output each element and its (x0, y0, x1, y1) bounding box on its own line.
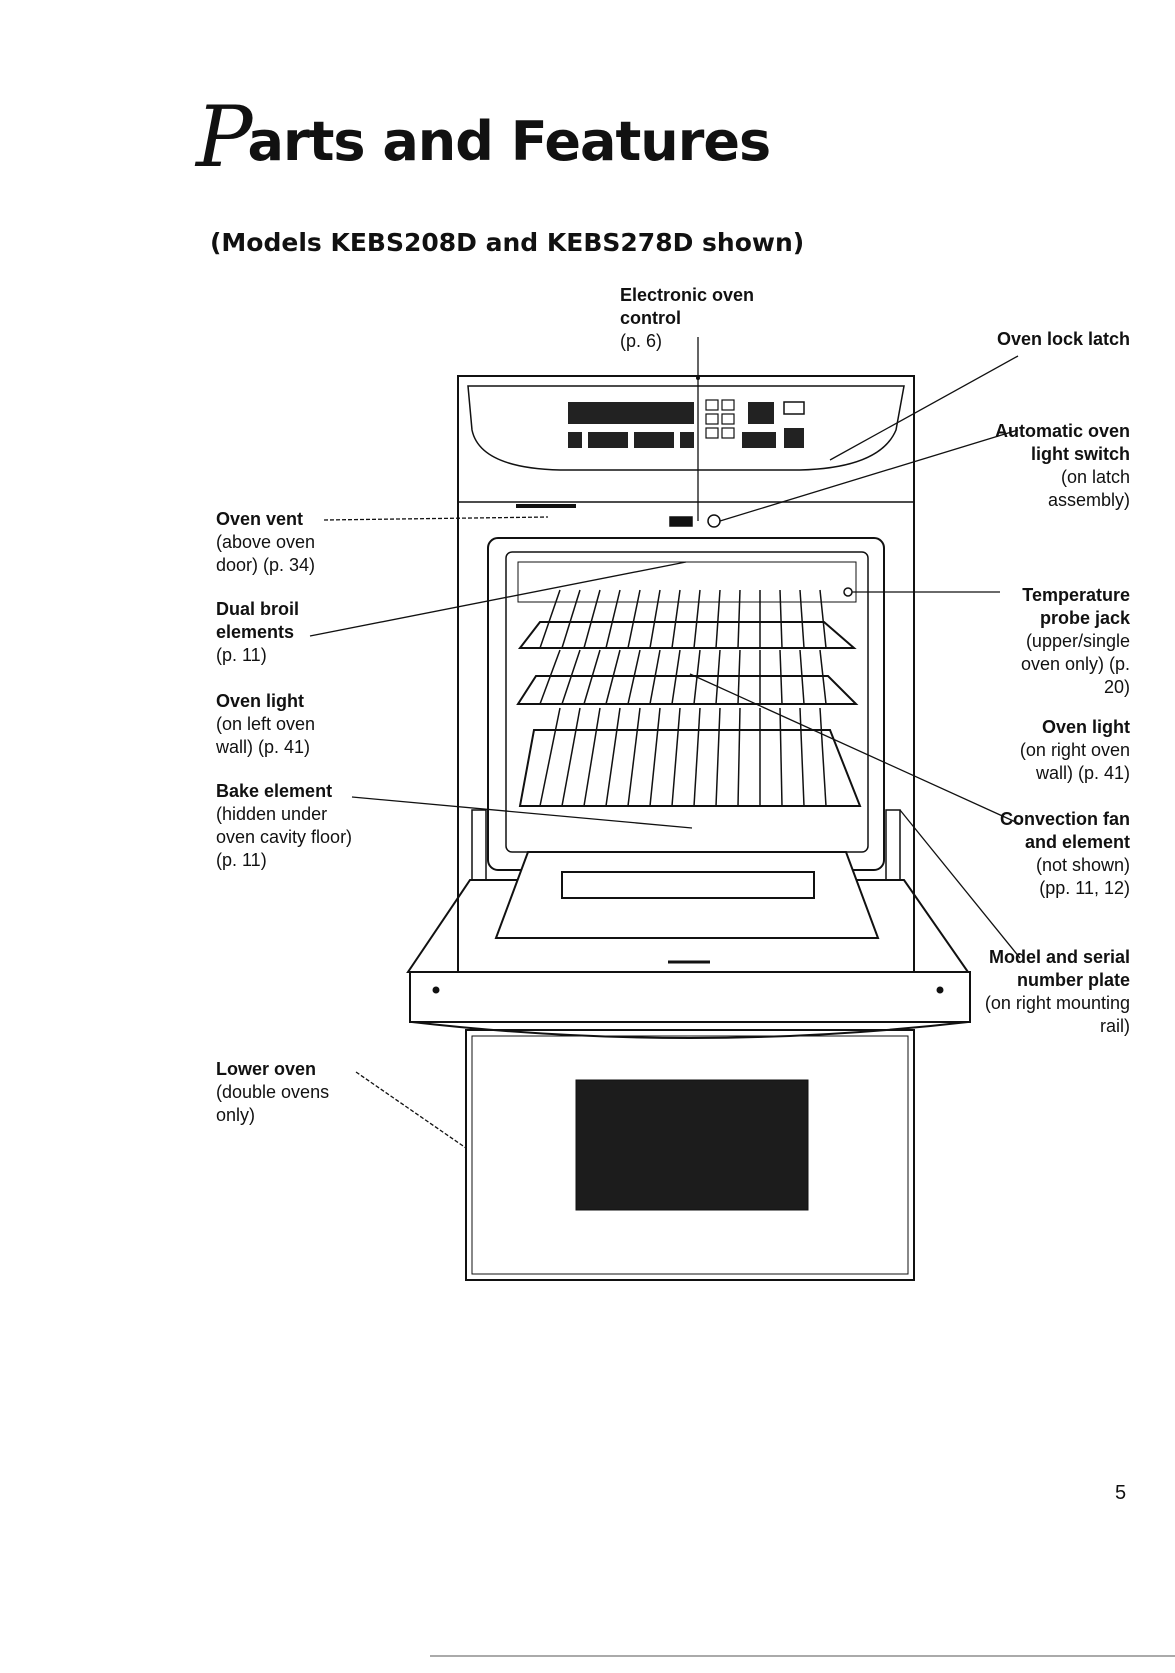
callout-detail: (on right oven wall) (p. 41) (1019, 740, 1130, 783)
callout-detail: (on left oven wall) (p. 41) (216, 714, 316, 757)
callout-detail: (not shown) (pp. 11, 12) (1035, 855, 1130, 898)
callout-detail: (double ovens only) (216, 1082, 330, 1125)
callout-electronic-oven-control: Electronic oven control (p. 6) (620, 284, 820, 353)
callout-title: Oven light (216, 691, 305, 711)
callout-dual-broil-elements: Dual broil elements (p. 11) (216, 598, 336, 667)
callout-oven-light-left: Oven light (on left oven wall) (p. 41) (216, 690, 346, 759)
title-rest: arts and Features (247, 110, 772, 173)
control-panel-display (568, 399, 805, 448)
callout-detail: (p. 6) (620, 331, 663, 351)
oven-lock-latch (669, 516, 693, 527)
callout-oven-light-right: Oven light (on right oven wall) (p. 41) (990, 716, 1130, 785)
control-panel-bezel (467, 385, 905, 471)
callout-title: Lower oven (216, 1059, 317, 1079)
callout-title: Automatic oven light switch (994, 421, 1130, 464)
callout-title: Electronic oven control (620, 285, 755, 328)
subtitle: (Models KEBS208D and KEBS278D shown) (210, 228, 805, 257)
callout-bake-element: Bake element (hidden under oven cavity f… (216, 780, 356, 872)
callout-convection-fan: Convection fan and element (not shown) (… (1000, 808, 1130, 900)
callout-oven-vent: Oven vent (above oven door) (p. 34) (216, 508, 346, 577)
light-switch (707, 514, 721, 528)
callout-detail: (on right mounting rail) (984, 993, 1130, 1036)
callout-temperature-probe-jack: Temperature probe jack (upper/single ove… (990, 584, 1130, 699)
footer-rule (430, 1655, 1175, 1657)
callout-lower-oven: Lower oven (double ovens only) (216, 1058, 346, 1127)
callout-title: Bake element (216, 781, 333, 801)
probe-jack (843, 587, 853, 597)
page-number: 5 (1115, 1482, 1127, 1504)
callout-automatic-oven-light-switch: Automatic oven light switch (on latch as… (990, 420, 1130, 512)
callout-title: Model and serial number plate (988, 947, 1130, 990)
callout-title: Convection fan and element (1000, 809, 1131, 852)
callout-detail: (above oven door) (p. 34) (216, 532, 316, 575)
callout-detail: (on latch assembly) (1047, 467, 1130, 510)
oven-racks (516, 621, 862, 807)
callout-model-serial-plate: Model and serial number plate (on right … (980, 946, 1130, 1038)
callout-detail: (hidden under oven cavity floor) (p. 11) (216, 804, 353, 870)
callout-detail: (upper/single oven only) (p. 20) (1020, 631, 1130, 697)
callout-title: Oven vent (216, 509, 304, 529)
door-window (561, 871, 815, 899)
callout-title: Oven light (1041, 717, 1130, 737)
lower-oven-window (575, 1079, 809, 1211)
callout-oven-lock-latch: Oven lock latch (980, 328, 1130, 351)
title-dropcap: P (196, 88, 253, 186)
callout-title: Temperature probe jack (1022, 585, 1130, 628)
lower-oven-frame (465, 1029, 915, 1281)
door-rail (409, 971, 971, 1023)
callout-title: Oven lock latch (996, 329, 1130, 349)
page-title: Parts and Features (196, 82, 772, 186)
leader-lines (309, 337, 1021, 1149)
callout-detail: (p. 11) (216, 645, 267, 665)
callout-title: Dual broil elements (216, 599, 300, 642)
